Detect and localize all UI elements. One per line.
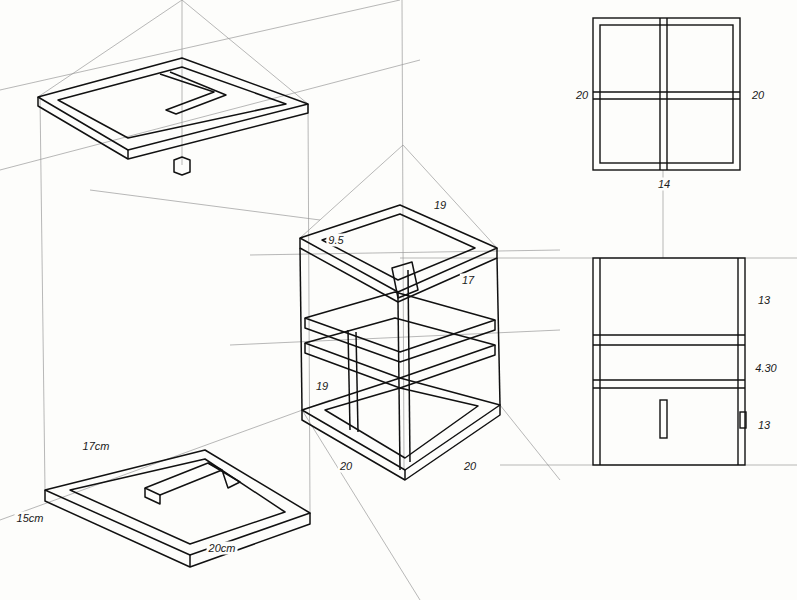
dimension-label: 20 [574, 89, 590, 102]
dimension-label: 13 [756, 294, 772, 307]
dimension-label: 17cm [81, 440, 112, 453]
dimension-label: 13 [756, 419, 772, 432]
dimension-label: 20 [462, 460, 478, 473]
exploded-base-frame [45, 450, 310, 567]
dimension-label: 14 [656, 178, 672, 191]
dimension-label: 15cm [15, 512, 46, 525]
assembled-stool [300, 205, 500, 480]
dimension-label: 20cm [207, 542, 238, 555]
exploded-top-frame [38, 58, 308, 175]
dimension-label: 20 [338, 460, 354, 473]
dimension-label: 20 [750, 89, 766, 102]
orthographic-views [593, 18, 746, 465]
dimension-label: 17 [460, 274, 476, 287]
dimension-label: 9.5 [326, 234, 345, 247]
dimension-label: 19 [314, 380, 330, 393]
dimension-label: 4.30 [753, 362, 778, 375]
dimension-label: 19 [432, 199, 448, 212]
